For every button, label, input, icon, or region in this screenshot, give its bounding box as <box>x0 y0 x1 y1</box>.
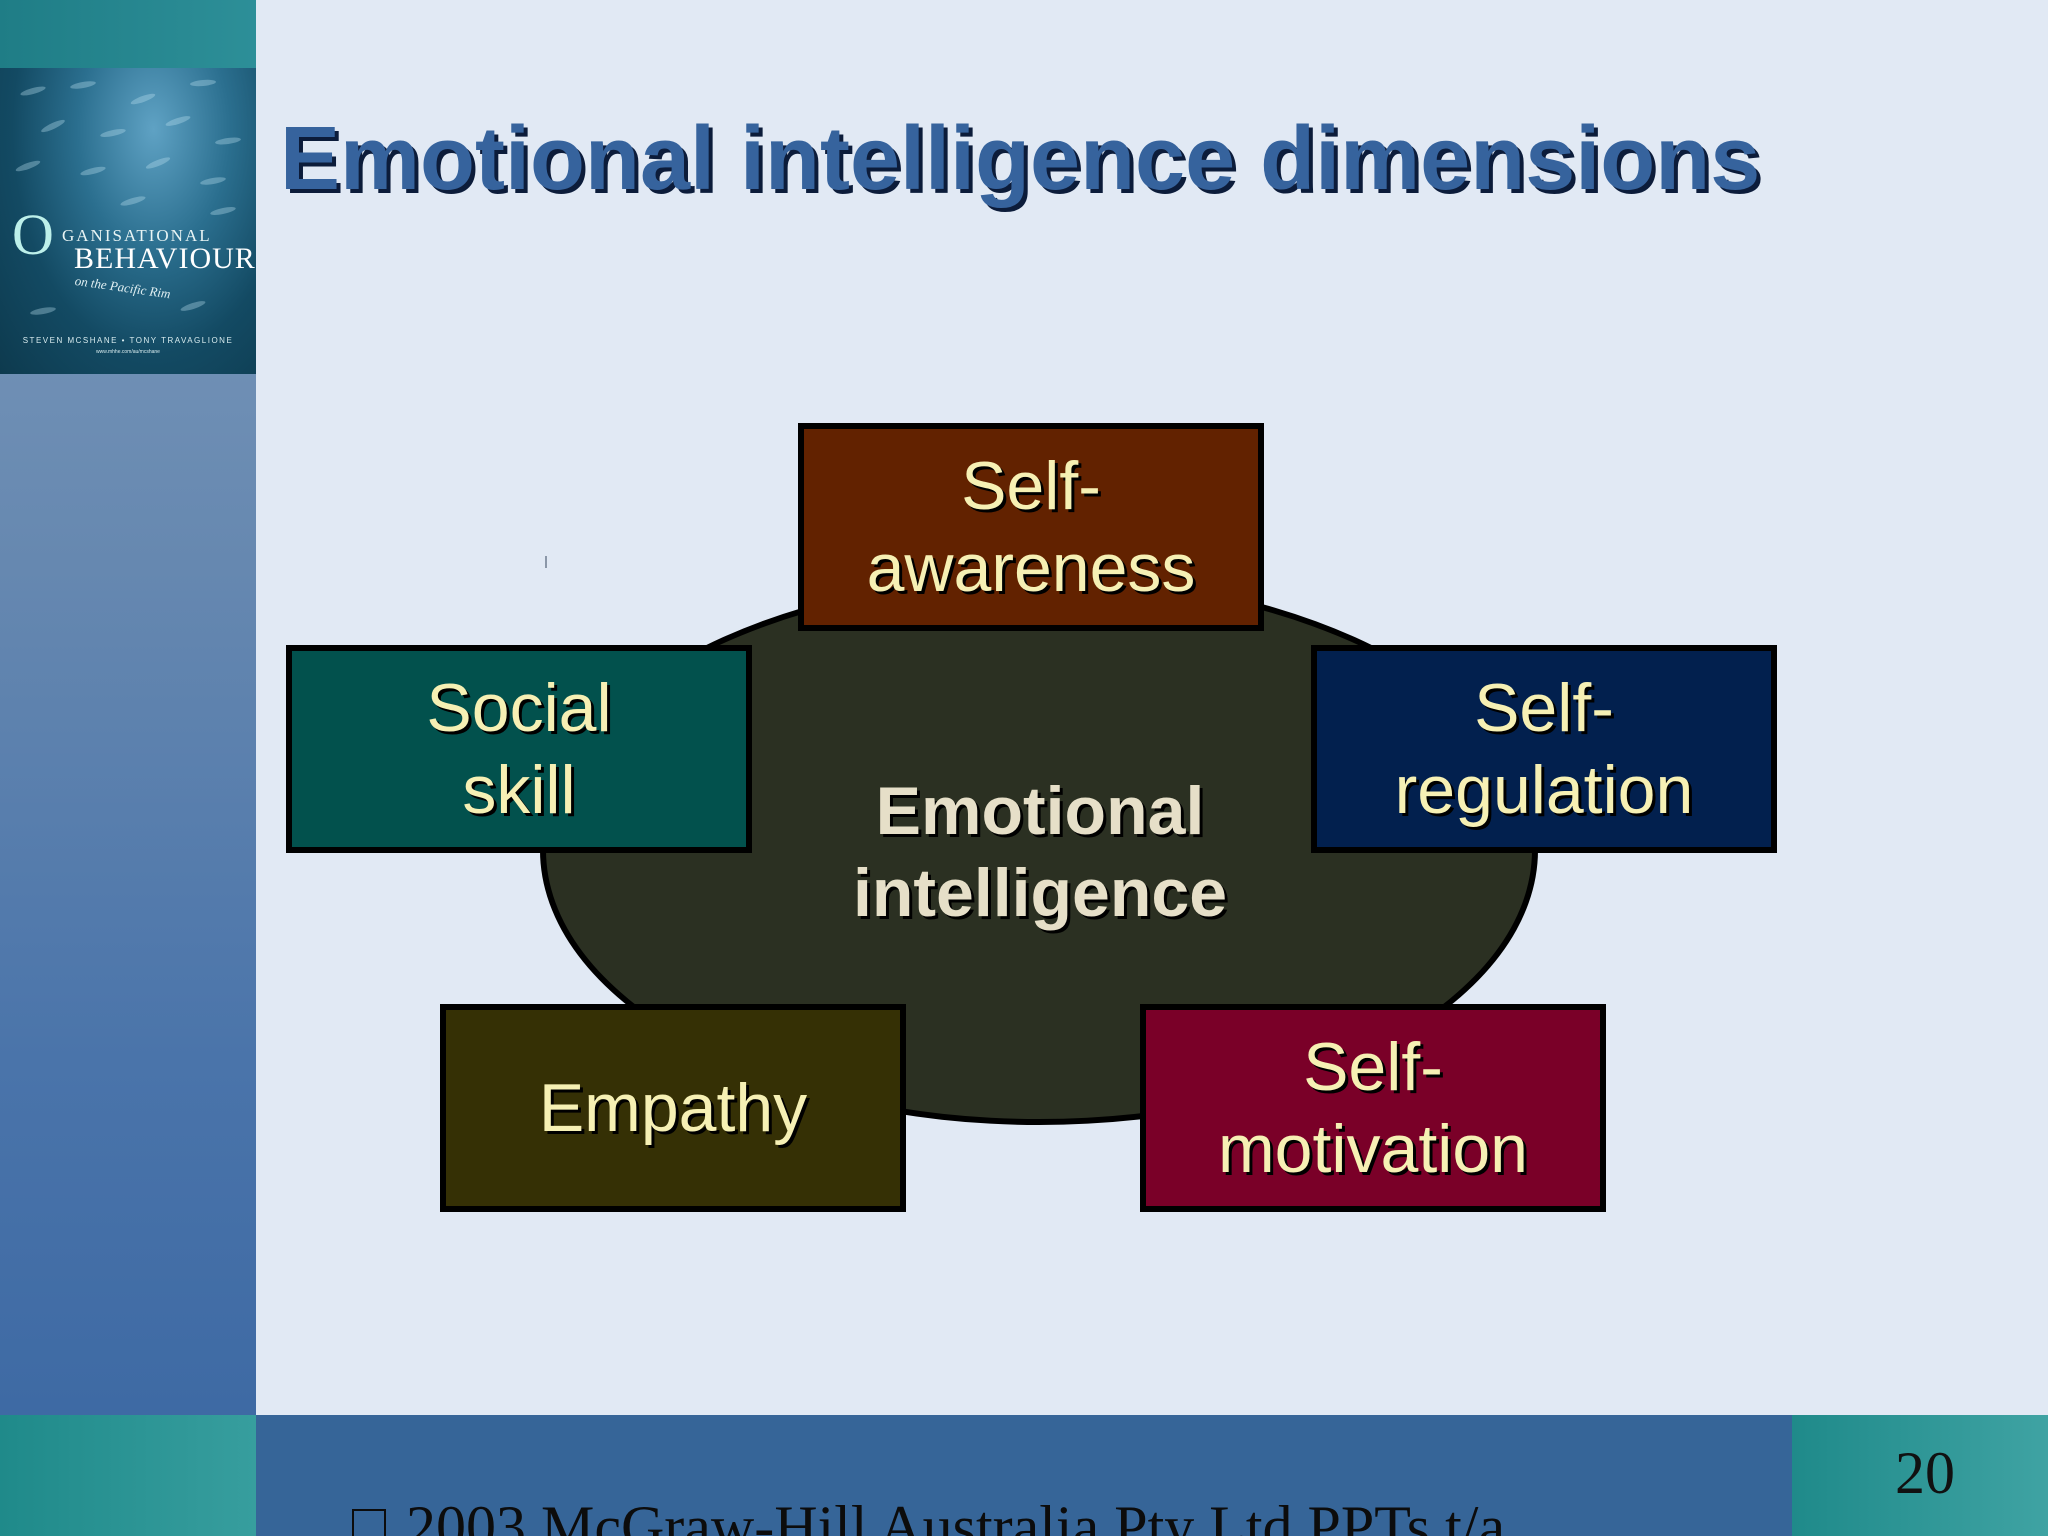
cover-authors: STEVEN MCSHANE • TONY TRAVAGLIONE <box>22 336 234 345</box>
social-skill-line1: Social <box>426 670 612 746</box>
self-motivation-line1: Self- <box>1303 1029 1443 1105</box>
stray-mark <box>545 556 547 568</box>
empathy-label: Empathy <box>538 1070 808 1146</box>
slide-title: Emotional intelligence dimensions <box>280 109 1761 209</box>
cover-title-line2: BEHAVIOUR <box>74 242 256 275</box>
self-regulation-line1: Self- <box>1474 670 1614 746</box>
center-label: Emotional intelligence <box>760 770 1320 934</box>
sidebar-top-band <box>0 0 256 68</box>
self-regulation-box: Self- regulation <box>1311 645 1777 853</box>
self-motivation-box: Self- motivation <box>1140 1004 1606 1212</box>
self-awareness-line1: Self- <box>961 448 1101 524</box>
book-cover-image: O GANISATIONAL BEHAVIOUR on the Pacific … <box>0 68 256 374</box>
footer-right-block <box>1792 1415 2048 1536</box>
copyright-symbol-icon <box>352 1509 386 1536</box>
empathy-box: Empathy <box>440 1004 906 1212</box>
social-skill-line2: skill <box>462 752 576 828</box>
self-awareness-line2: awareness <box>866 530 1196 606</box>
center-label-line2: intelligence <box>852 855 1228 931</box>
footer-bar: 2003 McGraw-Hill Australia Pty Ltd PPTs … <box>0 1415 2048 1536</box>
social-skill-box: Social skill <box>286 645 752 853</box>
copyright-text: 2003 McGraw-Hill Australia Pty Ltd PPTs … <box>406 1494 1506 1536</box>
cover-title-initial: O <box>12 202 54 267</box>
self-regulation-line2: regulation <box>1394 752 1694 828</box>
self-motivation-line2: motivation <box>1218 1111 1528 1187</box>
cover-subtitle: on the Pacific Rim <box>73 273 172 302</box>
self-awareness-box: Self- awareness <box>798 423 1264 631</box>
cover-title-line1: GANISATIONAL <box>62 226 212 245</box>
slide-number: 20 <box>1895 1440 1955 1506</box>
center-label-line1: Emotional <box>875 773 1205 849</box>
copyright-notice: 2003 McGraw-Hill Australia Pty Ltd PPTs … <box>352 1493 1505 1536</box>
footer-left-block <box>0 1415 256 1536</box>
cover-url: www.mhhe.com/au/mcshane <box>96 349 160 355</box>
